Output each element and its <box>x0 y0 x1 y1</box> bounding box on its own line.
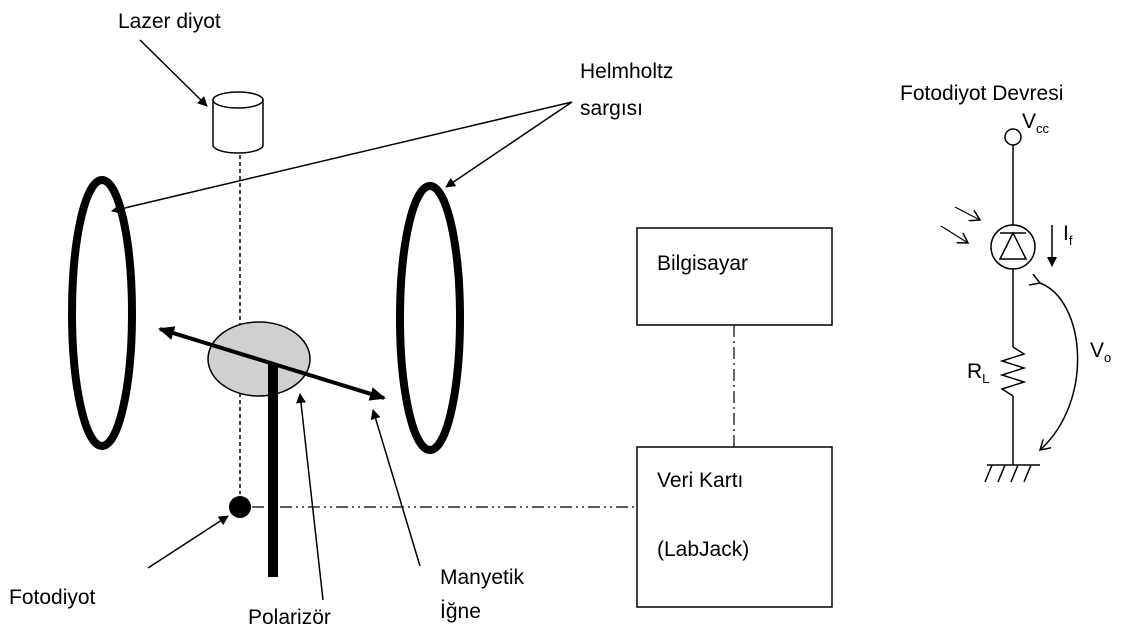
if-label: If <box>1063 222 1073 248</box>
laser-diode-label: Lazer diyot <box>118 10 221 33</box>
photodiode-label: Fotodiyot <box>9 586 96 609</box>
needle-label-line2: İğne <box>440 600 481 623</box>
ground-symbol <box>984 464 1040 483</box>
light-ray-2 <box>940 225 968 243</box>
data-card-box <box>636 446 833 608</box>
magnetic-needle <box>158 326 386 401</box>
helmholtz-coil-right <box>396 182 464 454</box>
helmholtz-arrow-right <box>445 101 573 188</box>
polarizer-label: Polarizör <box>248 606 331 629</box>
vcc-terminal <box>1004 128 1022 146</box>
rl-label: RL <box>967 360 989 386</box>
needle-label-line1: Manyetik <box>440 566 525 589</box>
helmholtz-label-line2: sargısı <box>580 97 643 120</box>
polarizer-stand <box>268 364 278 577</box>
polarizer-arrow <box>296 393 324 601</box>
circuit-photodiode-symbol <box>990 224 1036 270</box>
load-resistor <box>999 346 1027 397</box>
computer-label: Bilgisayar <box>657 252 748 275</box>
light-ray-1 <box>954 206 980 220</box>
photodiode-arrow <box>147 515 229 569</box>
photodiode-sensor <box>229 496 251 518</box>
helmholtz-label-line1: Helmholtz <box>580 60 673 83</box>
laser-diode <box>212 91 264 154</box>
needle-arrow <box>370 409 421 567</box>
data-card-label-line1: Veri Kartı <box>657 469 743 492</box>
computer-box <box>636 227 833 326</box>
helmholtz-arrow-left <box>111 101 573 214</box>
laser-label-arrow <box>139 39 208 107</box>
vcc-label: Vcc <box>1022 110 1050 136</box>
helmholtz-coil-left <box>68 176 136 450</box>
vo-label: Vo <box>1090 339 1111 365</box>
circuit-title: Fotodiyot Devresi <box>900 82 1063 105</box>
data-card-label-line2: (LabJack) <box>657 538 749 561</box>
vo-arrow <box>1040 283 1079 450</box>
